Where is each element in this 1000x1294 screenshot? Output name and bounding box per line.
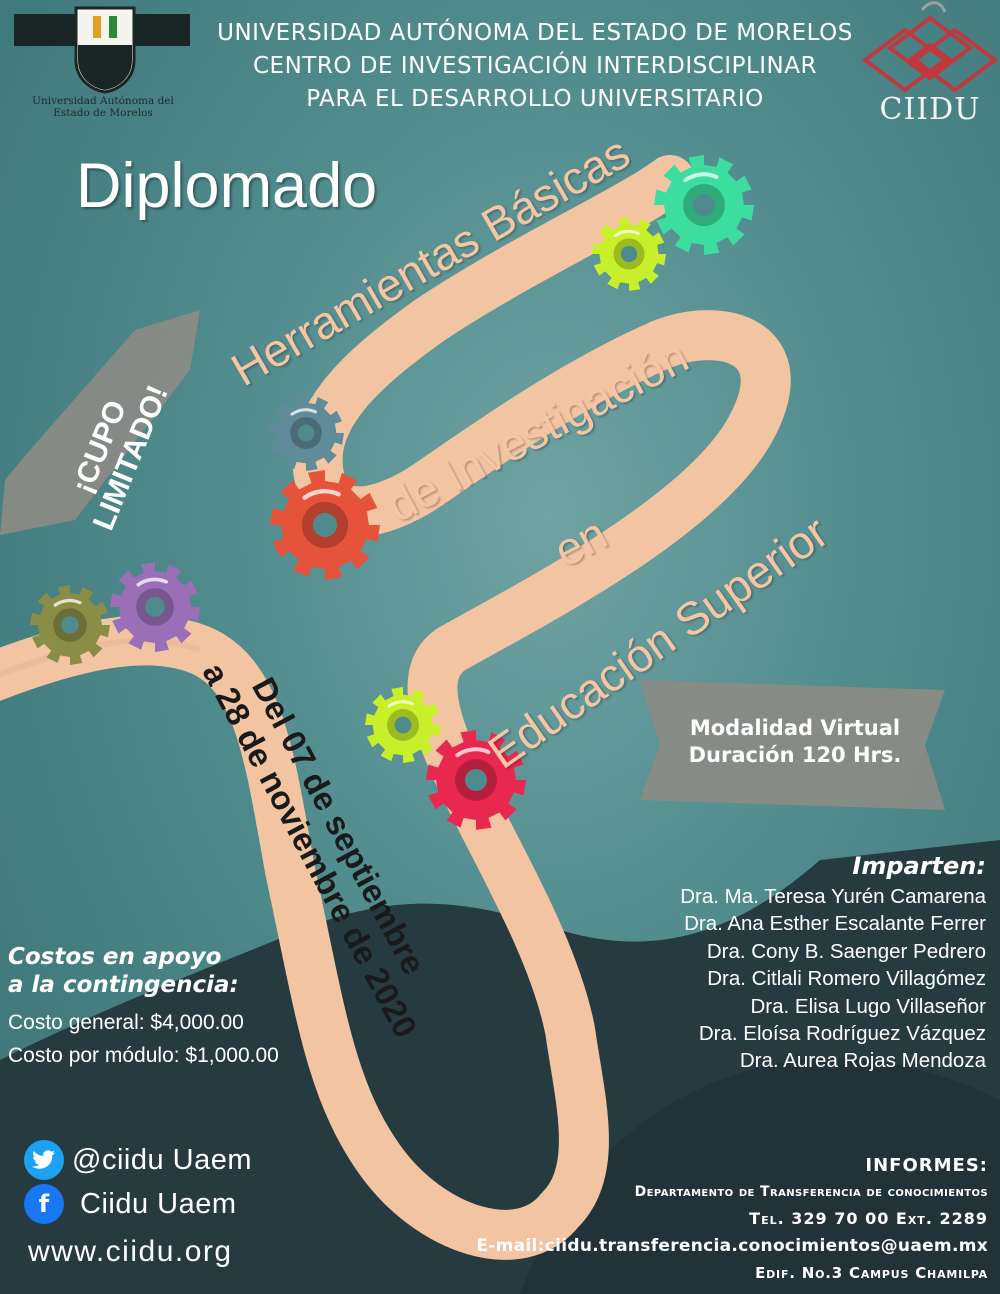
olive-gear-icon xyxy=(30,585,110,665)
costos-title: Costos en apoyo a la contingencia: xyxy=(8,943,239,999)
ciidu-logo-text: CIIDU xyxy=(879,92,981,127)
modalidad-line: Modalidad Virtual xyxy=(689,716,901,740)
ciidu-logo-mark xyxy=(861,15,999,93)
gear-hole xyxy=(465,769,487,791)
gear-shine xyxy=(136,577,168,587)
teacher-name: Dra. Cony B. Saenger Pedrero xyxy=(706,939,986,963)
road-edge-left xyxy=(0,637,202,678)
gear-shine xyxy=(455,747,491,758)
twitter-icon xyxy=(24,1140,64,1180)
gear-hole xyxy=(297,424,315,442)
costo-general: Costo general: $4,000.00 xyxy=(8,1011,244,1034)
twitter-row[interactable]: @ciidu Uaem xyxy=(24,1140,252,1180)
teacher-name: Dra. Elisa Lugo Villaseñor xyxy=(750,994,987,1018)
lime-gear-icon xyxy=(592,217,666,291)
gear-hole xyxy=(394,716,412,734)
informes-email[interactable]: E-mail:ciidu.transferencia.conocimientos… xyxy=(476,1236,988,1256)
informes-edif: Edif. No.3 Campus Chamilpa xyxy=(755,1264,988,1282)
teacher-name: Dra. Citlali Romero Villagómez xyxy=(707,967,986,991)
ciidu-logo-drop xyxy=(920,1,947,13)
gear-shine xyxy=(683,172,719,183)
blue-gray-gear-icon xyxy=(268,395,344,471)
twitter-handle: @ciidu Uaem xyxy=(72,1143,252,1176)
gear-shine xyxy=(387,700,414,708)
red-gear-icon xyxy=(426,730,526,830)
header-university: UNIVERSIDAD AUTÓNOMA DEL ESTADO DE MOREL… xyxy=(217,20,853,46)
teacher-list: Dra. Ma. Teresa Yurén Camarena Dra. Ana … xyxy=(680,883,986,1075)
crest-caption-1: Universidad Autónoma del xyxy=(32,95,174,107)
modalidad-block: Modalidad Virtual Duración 120 Hrs. xyxy=(650,715,940,770)
teal-gear-icon xyxy=(654,155,754,255)
gear-hole xyxy=(61,616,79,634)
facebook-handle: Ciidu Uaem xyxy=(80,1187,237,1220)
teacher-name: Dra. Ana Esther Escalante Ferrer xyxy=(684,912,986,936)
dark-wave xyxy=(520,1058,1000,1294)
crest-decoration xyxy=(14,6,190,94)
informes-title: INFORMES: xyxy=(865,1155,988,1176)
gear-shine xyxy=(302,489,341,500)
gear-shine xyxy=(613,229,640,238)
gear-shine xyxy=(290,408,317,416)
costos-title-2: a la contingencia: xyxy=(8,972,239,999)
teacher-name: Dra. Aurea Rojas Mendoza xyxy=(739,1049,986,1073)
purple-gear-icon xyxy=(110,562,200,652)
gear-hole xyxy=(312,512,338,538)
crest-caption-2: Estado de Morelos xyxy=(53,107,153,119)
header-center-2: PARA EL DESARROLLO UNIVERSITARIO xyxy=(306,86,764,112)
cupo-banner xyxy=(0,310,200,535)
facebook-f-glyph: f xyxy=(38,1190,50,1218)
gear-hole xyxy=(145,597,165,617)
costo-modulo: Costo por módulo: $1,000.00 xyxy=(8,1044,279,1067)
gear-hole xyxy=(693,194,715,216)
twitter-bird-glyph xyxy=(32,1150,55,1169)
lime-gear-icon xyxy=(365,687,441,763)
informes-tel: Tel. 329 70 00 Ext. 2289 xyxy=(749,1209,988,1228)
duracion-line: Duración 120 Hrs. xyxy=(688,743,902,768)
teacher-name: Dra. Eloísa Rodríguez Vázquez xyxy=(698,1022,986,1046)
facebook-icon: f xyxy=(24,1184,64,1224)
gear-hole xyxy=(620,245,638,263)
teacher-name: Dra. Ma. Teresa Yurén Camarena xyxy=(680,885,986,908)
orange-gear-icon xyxy=(270,470,380,580)
informes-dept: Departamento de Transferencia de conocim… xyxy=(634,1184,988,1200)
costos-title-1: Costos en apoyo xyxy=(8,944,222,970)
header-center: CENTRO DE INVESTIGACIÓN INTERDISCIPLINAR xyxy=(253,53,817,79)
gear-shine xyxy=(53,598,82,607)
facebook-row[interactable]: f Ciidu Uaem xyxy=(24,1184,237,1224)
website-link[interactable]: www.ciidu.org xyxy=(28,1235,233,1268)
modalidad-banner xyxy=(640,680,945,810)
diplomado-title: Diplomado xyxy=(76,151,378,221)
imparten-title: Imparten: xyxy=(852,852,986,880)
